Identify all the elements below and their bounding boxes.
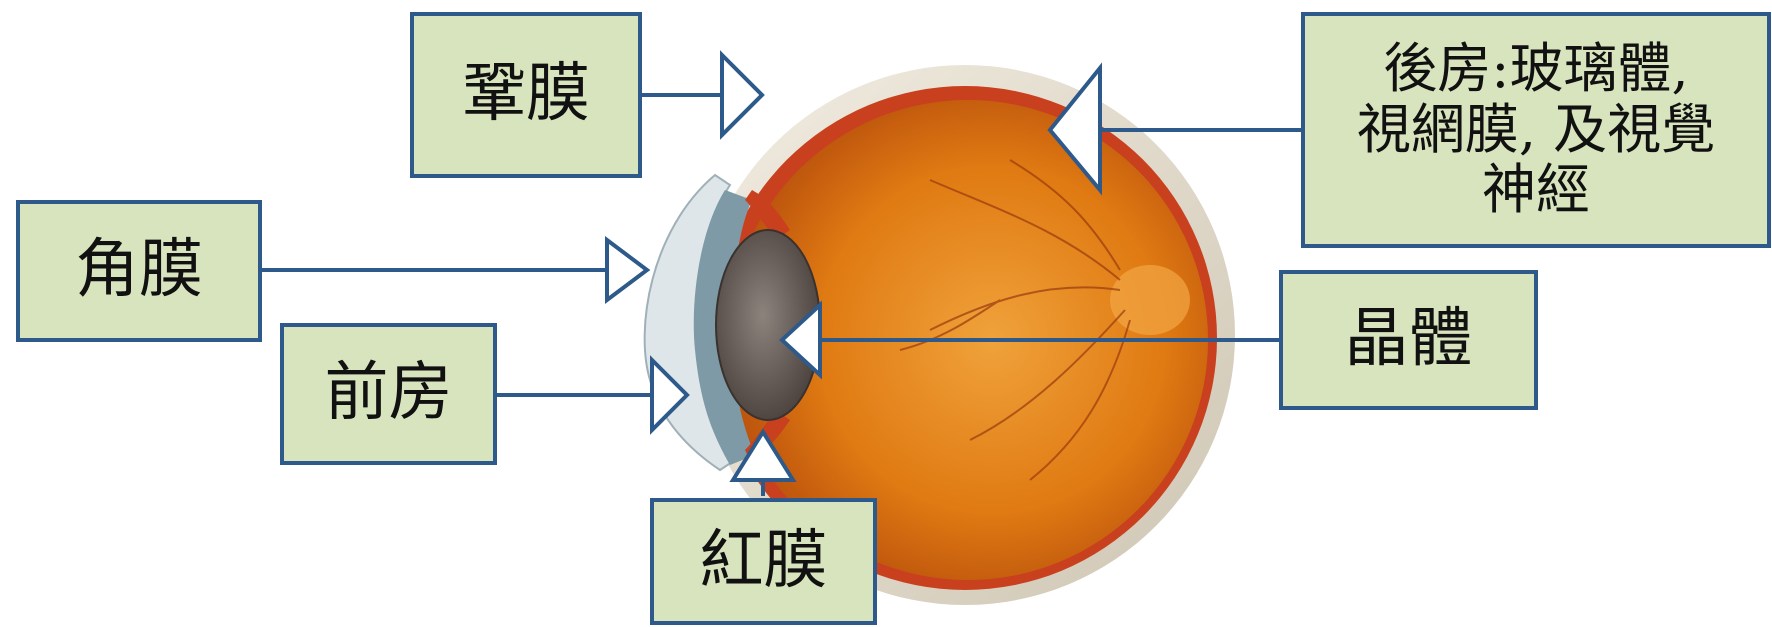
label-sclera-text: 鞏膜 — [462, 61, 590, 128]
label-iris: 紅膜 — [650, 498, 877, 625]
label-anterior-chamber: 前房 — [280, 323, 497, 465]
label-sclera: 鞏膜 — [410, 12, 642, 178]
cornea-arrow — [262, 240, 647, 300]
label-lens: 晶體 — [1279, 270, 1538, 410]
anterior-chamber-arrow — [497, 360, 687, 430]
label-posterior-chamber-text: 後房:玻璃體, 視網膜, 及視覺 神經 — [1357, 39, 1715, 220]
label-cornea-text: 角膜 — [75, 237, 203, 304]
label-posterior-chamber: 後房:玻璃體, 視網膜, 及視覺 神經 — [1301, 12, 1771, 248]
sclera-arrow — [640, 55, 762, 135]
label-anterior-chamber-text: 前房 — [325, 360, 453, 427]
label-iris-text: 紅膜 — [700, 528, 828, 595]
label-lens-text: 晶體 — [1345, 306, 1473, 373]
label-cornea: 角膜 — [16, 200, 262, 342]
fovea — [1110, 265, 1190, 335]
